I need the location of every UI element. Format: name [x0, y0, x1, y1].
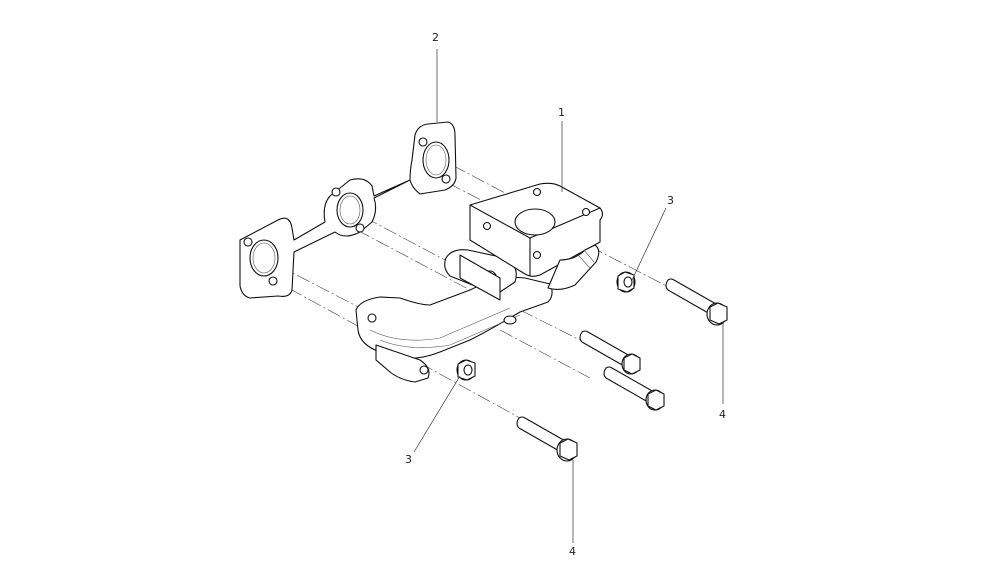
callout-label-3-lower: 3	[405, 453, 412, 466]
callout-label-4-upper: 4	[719, 408, 726, 421]
gasket-part-2	[239, 121, 457, 299]
callout-label-4-lower: 4	[569, 545, 576, 558]
callout-leaders	[413, 49, 724, 543]
flange-nut-3a	[616, 271, 636, 293]
flange-nut-3b	[456, 359, 476, 381]
callout-label-3-upper: 3	[667, 194, 674, 207]
callout-label-2: 2	[432, 31, 439, 44]
flange-bolt-4-mid-upper	[579, 330, 641, 375]
flange-bolt-4b	[516, 416, 578, 462]
manifold-part-1	[355, 182, 604, 383]
flange-bolt-4-mid-lower	[603, 366, 665, 411]
callout-label-1: 1	[558, 106, 565, 119]
flange-bolt-4a	[665, 278, 728, 326]
